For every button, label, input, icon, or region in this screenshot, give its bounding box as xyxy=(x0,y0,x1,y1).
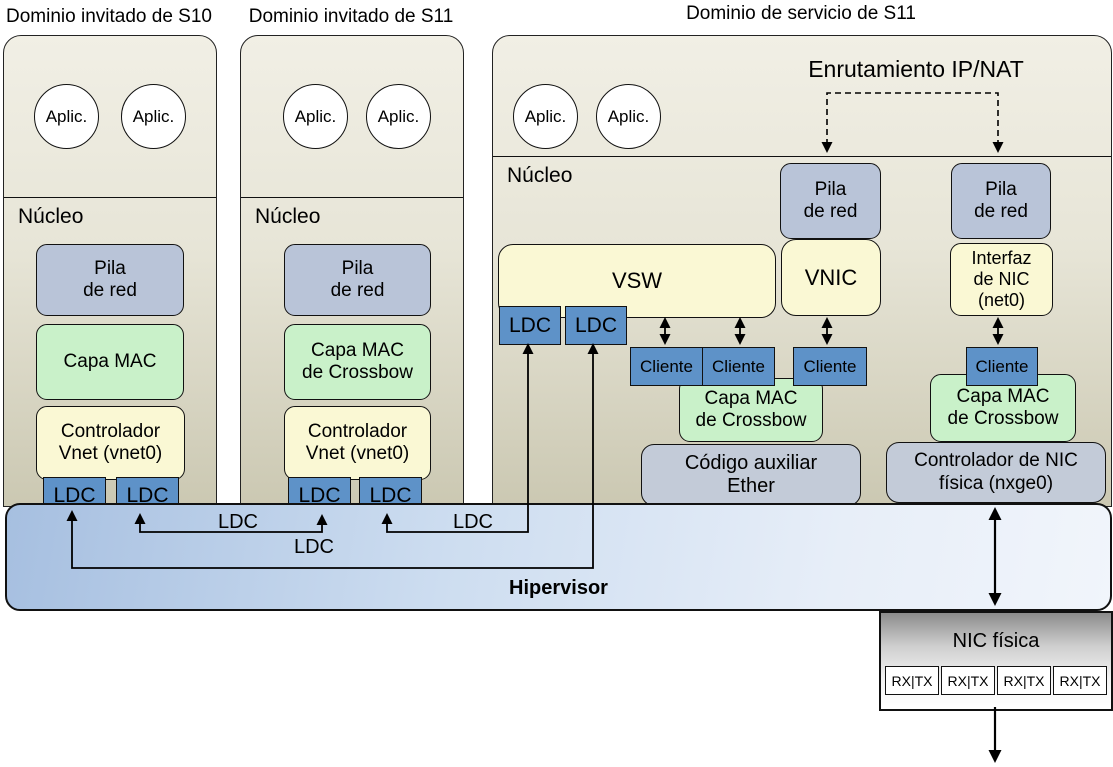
guest-s11-title: Dominio invitado de S11 xyxy=(248,6,454,27)
crossbow-mac-box: Capa MAC de Crossbow xyxy=(679,378,823,442)
kernel-divider xyxy=(493,156,1111,157)
vnic-box: VNIC xyxy=(781,239,881,316)
vnet-driver-box: Controlador Vnet (vnet0) xyxy=(36,406,185,480)
kernel-divider xyxy=(4,197,216,198)
vnet-driver-box: Controlador Vnet (vnet0) xyxy=(284,406,431,480)
net-stack-box: Pila de red xyxy=(36,244,184,316)
crossbow-mac-box: Capa MAC de Crossbow xyxy=(284,324,431,400)
application-circle: Aplic. xyxy=(283,84,348,149)
physical-nic-driver-box: Controlador de NIC física (nxge0) xyxy=(886,442,1106,503)
application-circle: Aplic. xyxy=(34,84,99,149)
kernel-divider xyxy=(241,197,463,198)
cliente-box: Cliente xyxy=(630,347,703,386)
net-stack-box: Pila de red xyxy=(951,163,1051,239)
kernel-label: Núcleo xyxy=(507,164,573,187)
cliente-box: Cliente xyxy=(793,347,867,386)
ldc-box: LDC xyxy=(565,306,627,345)
rx-tx-queue: RX|TX xyxy=(885,666,939,695)
ldc-channel-label: LDC xyxy=(452,511,493,533)
ldc-channel-label: LDC xyxy=(217,511,258,533)
physical-nic-title: NIC física xyxy=(952,630,1040,652)
rx-tx-queue: RX|TX xyxy=(941,666,995,695)
ldc-box: LDC xyxy=(499,306,561,345)
application-circle: Aplic. xyxy=(596,84,661,149)
kernel-label: Núcleo xyxy=(255,205,321,228)
net-stack-box: Pila de red xyxy=(284,244,431,316)
cliente-box: Cliente xyxy=(966,347,1038,386)
kernel-label: Núcleo xyxy=(18,205,84,228)
rx-tx-queue: RX|TX xyxy=(1053,666,1107,695)
physical-nic-box: NIC física RX|TX RX|TX RX|TX RX|TX xyxy=(879,611,1113,711)
ether-helper-box: Código auxiliar Ether xyxy=(641,444,861,506)
service-s11-title: Dominio de servicio de S11 xyxy=(686,3,916,24)
hypervisor-band: Hipervisor xyxy=(5,503,1112,611)
vsw-box: VSW xyxy=(498,244,776,318)
ip-nat-routing-label: Enrutamiento IP/NAT xyxy=(808,56,1024,82)
application-circle: Aplic. xyxy=(366,84,431,149)
rx-tx-queue: RX|TX xyxy=(997,666,1051,695)
mac-layer-box: Capa MAC xyxy=(36,324,184,400)
guest-s10-domain: Aplic. Aplic. Núcleo Pila de red Capa MA… xyxy=(3,35,217,514)
service-s11-domain: Enrutamiento IP/NAT Aplic. Aplic. Núcleo… xyxy=(492,35,1112,507)
cliente-box: Cliente xyxy=(702,347,775,386)
guest-s11-domain: Aplic. Aplic. Núcleo Pila de red Capa MA… xyxy=(240,35,464,515)
nic-interface-box: Interfaz de NIC (net0) xyxy=(950,243,1053,316)
ldc-channel-label: LDC xyxy=(293,536,334,558)
guest-s10-title: Dominio invitado de S10 xyxy=(6,6,212,27)
application-circle: Aplic. xyxy=(513,84,578,149)
rx-tx-queues: RX|TX RX|TX RX|TX RX|TX xyxy=(885,666,1107,695)
application-circle: Aplic. xyxy=(121,84,186,149)
hypervisor-label: Hipervisor xyxy=(509,577,608,599)
net-stack-box: Pila de red xyxy=(780,163,881,239)
